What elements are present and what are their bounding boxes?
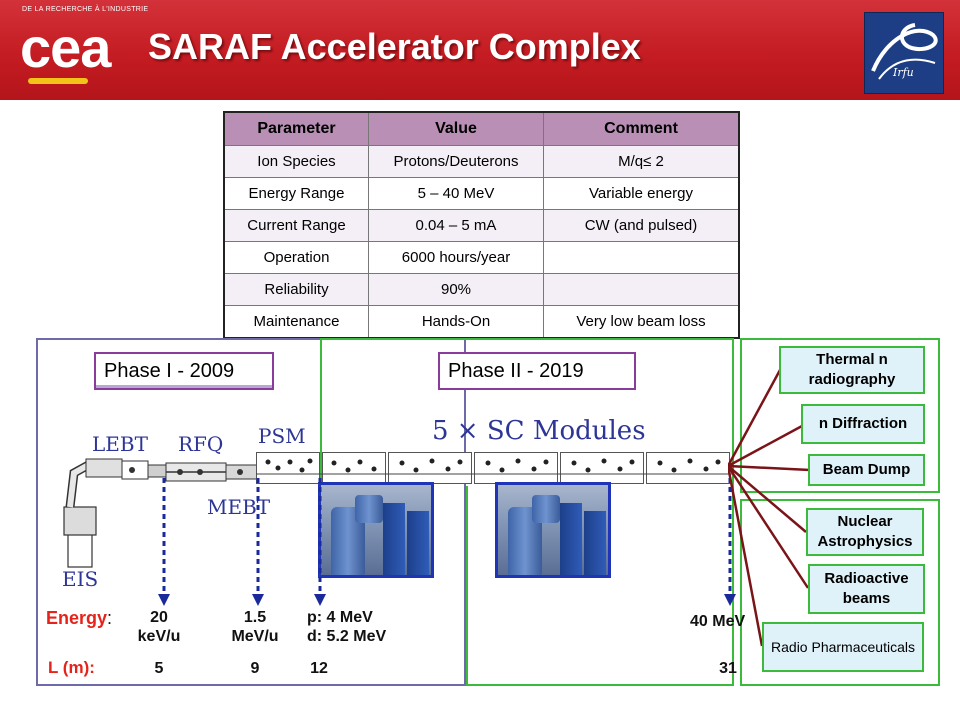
energy-value-line: 20 [150, 609, 168, 626]
table-cell: 5 – 40 MeV [368, 177, 544, 210]
energy-value-line: 1.5 [243, 609, 267, 626]
length-label: L (m): [48, 658, 95, 678]
applications-frame-upper [740, 338, 940, 493]
sc-module [474, 452, 558, 484]
phase2-frame [320, 338, 734, 486]
psm-label: PSM [258, 424, 306, 448]
sc-modules-label: 5 × SC Modules [432, 416, 646, 446]
header-banner [0, 0, 960, 100]
parameter-table: Parameter Value Comment Ion Species Prot… [223, 111, 740, 339]
phase2-frame-lower [466, 486, 734, 686]
length-value: 31 [719, 660, 737, 677]
sc-module [560, 452, 644, 484]
table-cell: 6000 hours/year [368, 241, 544, 274]
energy-unit-line: MeV/u [231, 628, 279, 645]
application-connectors [728, 369, 811, 647]
rfq-label: RFQ [178, 432, 224, 456]
phase2-label: Phase II - 2019 [438, 352, 636, 390]
irfu-logo [864, 12, 944, 94]
table-cell: Ion Species [223, 145, 369, 178]
energy-colon: : [107, 608, 113, 628]
length-value: 9 [250, 660, 260, 677]
table-cell: Hands-On [368, 305, 544, 339]
module-internals [256, 458, 732, 475]
table-cell: M/q≤ 2 [543, 145, 740, 178]
table-header-cell: Comment [543, 111, 740, 146]
applications-frame-lower [740, 499, 940, 686]
table-cell: Reliability [223, 273, 369, 306]
table-cell: 0.04 – 5 mA [368, 209, 544, 242]
cryo-equipment-photo [495, 482, 611, 578]
energy-label: Energy [46, 608, 108, 628]
table-cell: Current Range [223, 209, 369, 242]
cea-logo: cea [20, 16, 111, 79]
app-radioactive-beams: Radioactive beams [808, 564, 925, 614]
length-value: 5 [154, 660, 164, 677]
lebt-label: LEBT [92, 432, 148, 456]
table-cell [543, 241, 740, 274]
table-row: Ion Species Protons/Deuterons M/q≤ 2 [223, 145, 740, 178]
length-label-text: L (m): [48, 658, 95, 677]
cea-tagline: DE LA RECHERCHE À L'INDUSTRIE [22, 6, 149, 13]
app-n-diffraction: n Diffraction [801, 404, 925, 444]
energy-label-group: Energy: [46, 608, 112, 629]
page-title: SARAF Accelerator Complex [148, 26, 641, 67]
table-cell: Energy Range [223, 177, 369, 210]
table-header-cell: Value [368, 111, 544, 146]
energy-unit-line: keV/u [137, 628, 181, 645]
irfu-swirl-icon [871, 23, 938, 80]
length-value: 12 [310, 660, 328, 677]
table-cell: Variable energy [543, 177, 740, 210]
table-row: Operation 6000 hours/year [223, 241, 740, 274]
energy-value-line: p: 4 MeV [307, 609, 373, 626]
energy-value-final: 40 MeV [690, 613, 746, 630]
table-cell: Operation [223, 241, 369, 274]
energy-value-psm: p: 4 MeV d: 5.2 MeV [307, 608, 407, 646]
table-row: Energy Range 5 – 40 MeV Variable energy [223, 177, 740, 210]
irfu-logo-text: Irfu [893, 66, 914, 79]
eis-label: EIS [62, 567, 99, 591]
app-thermal-n-radiography: Thermal n radiography [779, 346, 925, 394]
table-cell: CW (and pulsed) [543, 209, 740, 242]
table-row: Reliability 90% [223, 273, 740, 306]
injector-schematic [63, 458, 260, 568]
app-radio-pharmaceuticals: Radio Pharmaceuticals [762, 622, 924, 672]
table-row: Current Range 0.04 – 5 mA CW (and pulsed… [223, 209, 740, 242]
table-cell: Protons/Deuterons [368, 145, 544, 178]
app-nuclear-astrophysics: Nuclear Astrophysics [806, 508, 924, 556]
table-header-cell: Parameter [223, 111, 369, 146]
phase1-label: Phase I - 2009 [94, 352, 274, 390]
table-row: Maintenance Hands-On Very low beam loss [223, 305, 740, 339]
energy-value-lebt: 20 keV/u [128, 608, 190, 646]
phase1-frame [36, 338, 466, 686]
cryo-equipment-photo [318, 482, 434, 578]
energy-unit-line: d: 5.2 MeV [307, 628, 387, 645]
app-beam-dump: Beam Dump [808, 454, 925, 486]
table-cell [543, 273, 740, 306]
mebt-label: MEBT [207, 495, 271, 519]
table-header-row: Parameter Value Comment [223, 111, 740, 146]
cea-logo-accent [28, 78, 88, 84]
table-cell: Very low beam loss [543, 305, 740, 339]
table-cell: 90% [368, 273, 544, 306]
table-cell: Maintenance [223, 305, 369, 339]
module-strip [256, 452, 731, 486]
energy-arrows [158, 478, 736, 606]
psm-module [256, 452, 320, 484]
